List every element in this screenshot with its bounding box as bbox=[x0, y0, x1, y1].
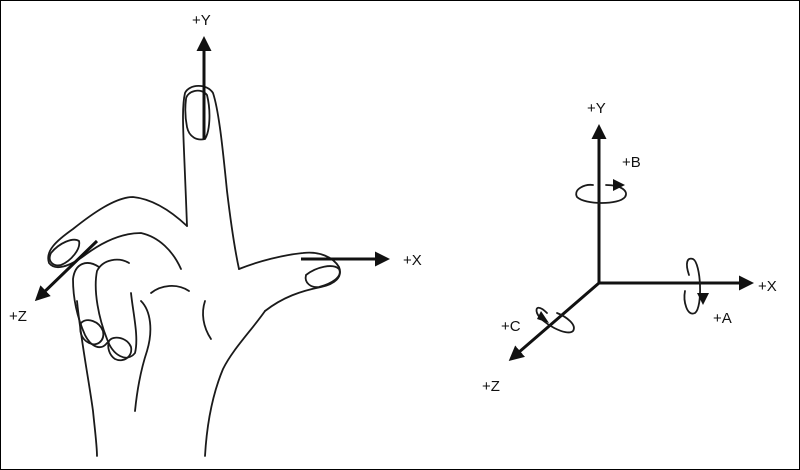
thumbnail bbox=[304, 265, 341, 288]
palm-crease-2 bbox=[150, 285, 190, 294]
rotation-a-arrow bbox=[683, 257, 709, 315]
right-hand-drawing: +Y +X +Z bbox=[9, 12, 422, 457]
z-axis-arrow bbox=[508, 281, 600, 361]
b-label: +B bbox=[622, 154, 641, 171]
y-label: +Y bbox=[587, 100, 606, 117]
rotation-c-arrow bbox=[535, 306, 575, 334]
middle-finger bbox=[47, 196, 188, 270]
hand-y-label: +Y bbox=[192, 12, 211, 29]
x-label: +X bbox=[758, 278, 777, 295]
ring-finger bbox=[94, 258, 138, 359]
index-finger bbox=[182, 84, 240, 270]
a-label: +A bbox=[713, 310, 732, 327]
z-label: +Z bbox=[482, 378, 500, 395]
palm-crease bbox=[202, 300, 212, 340]
wrist-left-outline bbox=[76, 300, 98, 457]
ring-fingernail bbox=[107, 336, 133, 362]
hand-x-label: +X bbox=[403, 252, 422, 269]
index-fingernail bbox=[184, 89, 211, 141]
knuckle-line bbox=[134, 300, 152, 412]
rotation-b-arrow bbox=[575, 179, 627, 204]
palm-outline bbox=[204, 310, 266, 457]
thumb bbox=[238, 251, 341, 312]
hand-z-axis-arrow bbox=[34, 239, 99, 302]
pinky-finger bbox=[72, 262, 108, 349]
c-label: +C bbox=[501, 318, 521, 335]
hand-z-label: +Z bbox=[9, 308, 27, 325]
middle-fingernail bbox=[48, 238, 81, 267]
axis-system-drawing: +Y +B +X +A +C +Z bbox=[482, 100, 777, 395]
